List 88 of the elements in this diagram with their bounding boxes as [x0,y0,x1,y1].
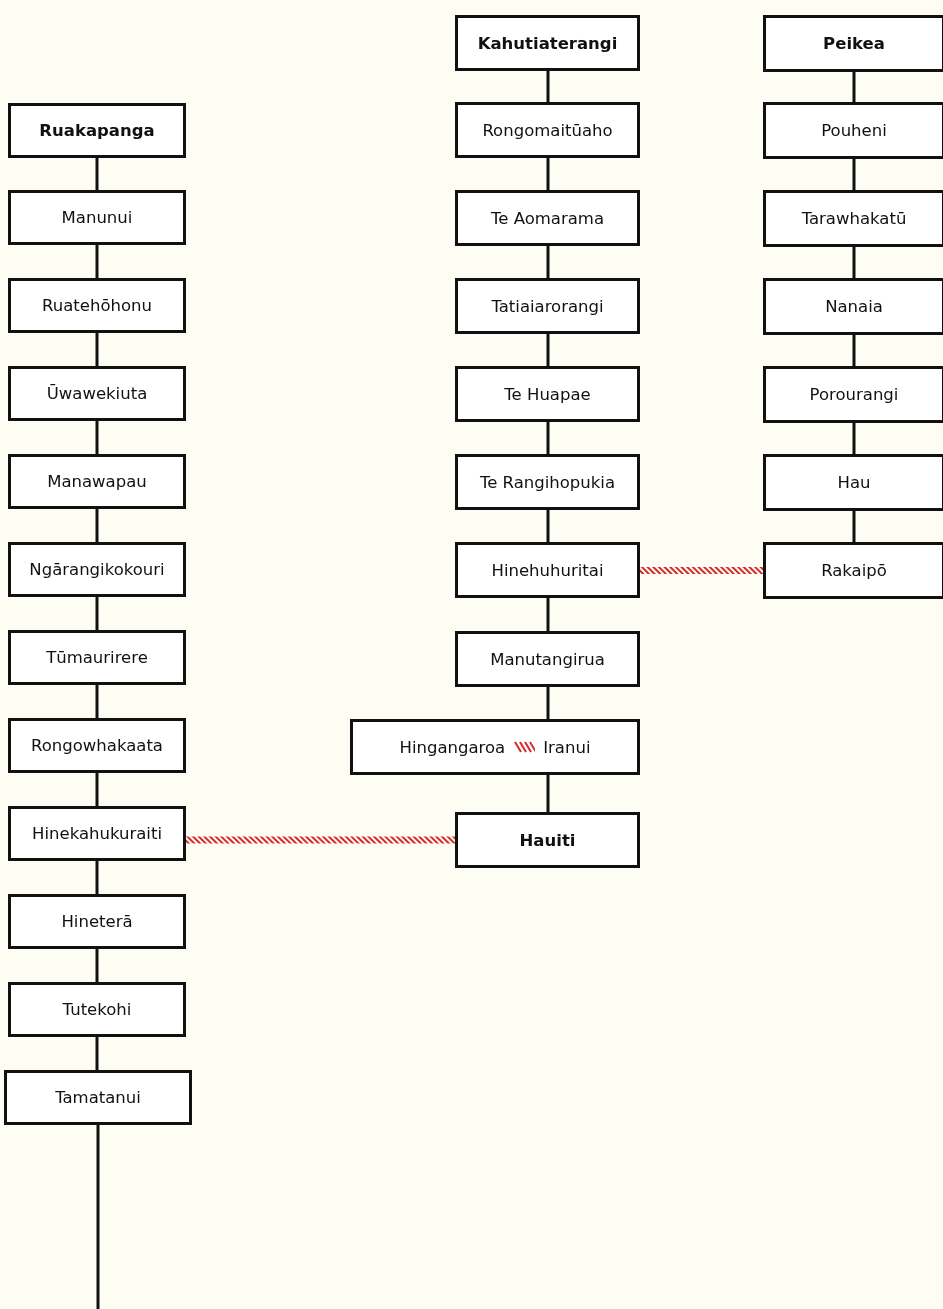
descent-line [95,245,99,278]
name-box [8,190,186,245]
ancestor-name: Hineterā [61,912,133,931]
name-box [455,542,640,598]
name-box [4,1070,192,1125]
ancestor-name: Hinekahukuraiti [32,824,162,843]
ancestor-name: Tūmaurirere [46,648,148,667]
ancestor-name: Rongowhakaata [31,736,163,755]
descent-line [546,598,550,631]
ancestor-name: Tamatanui [55,1088,141,1107]
ancestor-name: Ngārangikokouri [29,560,165,579]
name-box [455,190,640,246]
ancestor-name: Iranui [543,737,591,757]
descent-line [546,687,550,719]
descent-line [546,334,550,366]
descent-line [852,247,856,278]
name-box [763,542,943,599]
descent-line [96,1125,100,1309]
ancestor-name: Kahutiaterangi [477,33,618,53]
ancestor-name: Manutangirua [490,649,605,669]
ancestor-name: Porourangi [809,385,899,404]
name-box [763,102,943,159]
ancestor-name: Hauiti [519,830,576,850]
descent-line [95,158,99,190]
ancestor-name: Te Rangihopukia [479,472,616,492]
marriage-line [186,836,455,844]
ancestor-name: Pouheni [821,121,887,140]
descent-line [546,246,550,278]
name-box [8,278,186,333]
couple-box [350,719,640,775]
descent-line [852,335,856,366]
ancestor-name: Hau [837,473,871,492]
ancestor-name: Te Huapae [504,384,591,404]
descent-line [95,333,99,366]
name-box [763,366,943,423]
name-box [455,15,640,71]
name-box [8,366,186,421]
name-box [8,806,186,861]
ancestor-name: Hinehuhuritai [491,560,604,580]
ancestor-name: Nanaia [825,297,883,316]
descent-line [95,685,99,718]
name-box [8,718,186,773]
ancestor-name: Manunui [61,208,133,227]
descent-line [546,510,550,542]
ancestor-name: Rongomaitūaho [482,120,613,140]
name-box [763,278,943,335]
name-box [455,278,640,334]
descent-line [546,775,550,812]
descent-line [546,71,550,102]
descent-line [95,1037,99,1070]
descent-line [852,159,856,190]
descent-line [852,72,856,102]
name-box [763,454,943,511]
descent-line [95,421,99,454]
ancestor-name: Ruakapanga [39,121,155,140]
descent-line [95,861,99,894]
name-box [455,366,640,422]
ancestor-name: Tatiaiarorangi [491,296,604,316]
descent-line [852,511,856,542]
name-box [455,102,640,158]
name-box [8,894,186,949]
descent-line [95,509,99,542]
ancestor-name: Peikea [823,34,885,53]
name-box [763,190,943,247]
ancestor-name: Tutekohi [62,1000,132,1019]
name-box [8,630,186,685]
ancestor-name: Ūwawekiuta [46,384,148,403]
descent-line [852,423,856,454]
descent-line [546,422,550,454]
name-box [8,454,186,509]
descent-line [95,949,99,982]
descent-line [95,773,99,806]
name-box [8,542,186,597]
name-box [455,812,640,868]
ancestor-name: Ruatehōhonu [42,296,152,315]
ancestor-name: Te Aomarama [491,208,604,228]
name-box [8,982,186,1037]
name-box [763,15,943,72]
marriage-line [640,567,763,574]
name-box [455,454,640,510]
ancestor-name: Tarawhakatū [801,209,907,228]
descent-line [546,158,550,190]
ancestor-name: Hingangaroa [399,737,506,757]
ancestor-name: Manawapau [47,472,147,491]
name-box [8,103,186,158]
descent-line [95,597,99,630]
name-box [455,631,640,687]
ancestor-name: Rakaipō [821,561,887,580]
